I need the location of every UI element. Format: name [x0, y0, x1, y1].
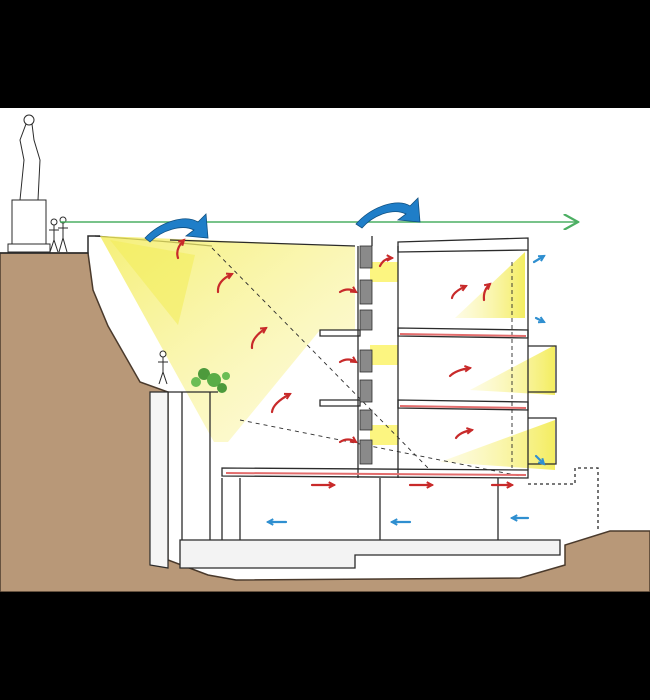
warm-air-arrow-icon — [506, 481, 515, 489]
core-block — [359, 379, 373, 403]
balcony-slab — [319, 399, 361, 407]
warm-air-arrow-icon — [464, 364, 473, 373]
retaining-wall — [149, 391, 169, 569]
warm-air-arrow-icon — [466, 427, 475, 435]
warm-air-arrow-icon — [459, 284, 468, 292]
ground — [0, 252, 650, 592]
core-block — [359, 439, 373, 465]
warm-air-arrow-icon — [349, 286, 358, 294]
projecting-bay — [528, 345, 557, 393]
right-outline — [528, 467, 599, 531]
warm-air-arrow-icon — [259, 326, 268, 334]
stair-tower — [168, 391, 218, 540]
warm-air-arrow-icon — [177, 238, 186, 247]
cool-air-arrow-icon — [537, 457, 546, 466]
sun-ray-icon — [370, 425, 398, 445]
dashed-sightline — [211, 247, 431, 471]
sun-ray-icon — [110, 240, 195, 325]
warm-air-arrow-icon — [450, 284, 468, 300]
cool-air-arrow-icon — [537, 316, 546, 324]
daylight-rays — [100, 236, 555, 470]
warm-air-arrow-icon — [216, 272, 234, 294]
warm-air-arrow-icon — [426, 481, 435, 489]
sun-ray-icon — [370, 262, 398, 282]
cool-air-arrow-icon — [537, 254, 546, 262]
warm-air-arrow-icon — [349, 436, 358, 444]
wind-arrows — [144, 197, 421, 243]
warm-air-arrow-icon — [250, 326, 268, 350]
warm-air-arrow-icon — [328, 481, 337, 489]
cool-air-arrow-icon — [509, 514, 518, 522]
section-drawing — [0, 114, 650, 592]
balcony-slab — [319, 329, 361, 337]
warm-air-arrow-icon — [448, 366, 472, 378]
core-block — [359, 349, 373, 373]
cool-air-arrow-icon — [389, 518, 398, 526]
foundation-slab — [179, 539, 561, 569]
drawing-sheet — [0, 108, 650, 592]
sun-ray-icon — [440, 420, 555, 470]
service-core — [359, 245, 373, 465]
plant-icon — [191, 368, 230, 393]
statue-icon — [7, 114, 51, 253]
warm-air-arrow-icon — [283, 392, 292, 400]
warm-air-arrow-icon — [349, 356, 358, 364]
sun-ray-icon — [470, 345, 555, 395]
core-block — [359, 245, 373, 269]
people-icon — [49, 216, 168, 385]
wind-arrow-icon — [144, 213, 209, 243]
floor-accents — [225, 333, 527, 476]
warm-air-arrow-icon — [483, 282, 492, 290]
sun-ray-icon — [370, 345, 398, 365]
warm-air-arrow-icon — [225, 272, 234, 280]
core-block — [359, 309, 373, 331]
roof-slab — [169, 239, 356, 247]
wind-arrow-icon — [355, 197, 421, 229]
airflow-arrows — [176, 238, 546, 526]
core-block — [359, 409, 373, 431]
warm-air-arrow-icon — [270, 392, 292, 414]
warm-air-arrow-icon — [386, 254, 395, 262]
cool-air-arrow-icon — [265, 518, 274, 526]
roof-slab-right — [397, 237, 529, 253]
core-block — [359, 279, 373, 305]
